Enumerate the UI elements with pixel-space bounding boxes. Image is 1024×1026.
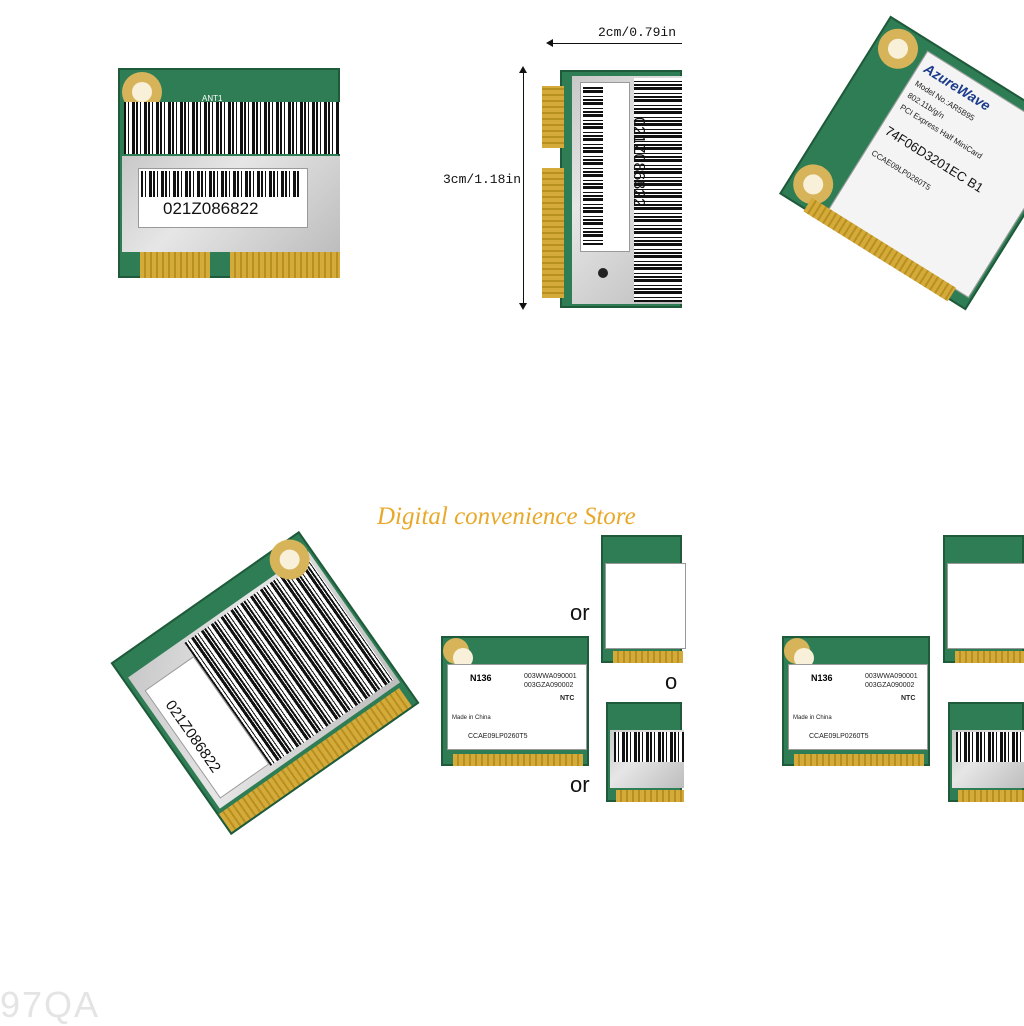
alt-card-label: N136 003WWA090001 003GZA090002 NTC Made … <box>447 664 587 750</box>
width-dimension-label: 2cm/0.79in <box>598 25 677 40</box>
height-dimension-label: 3cm/1.18in <box>443 172 522 187</box>
option-or-2: or <box>570 772 590 797</box>
option-or-3: o <box>665 669 678 694</box>
card-code: N136 <box>811 673 833 683</box>
serial-label: 021Z086822 <box>138 168 308 228</box>
barcode <box>124 102 340 154</box>
alt-card-bottom-b <box>948 702 1024 802</box>
gold-connector <box>613 651 683 663</box>
watermark: 97QA <box>0 984 101 1025</box>
ntc-mark: NTC <box>560 695 575 702</box>
alt-card-label <box>947 563 1024 649</box>
card-code: N136 <box>470 673 492 683</box>
wifi-card-back-image: 021Z086822 <box>110 531 420 835</box>
screw-dot <box>598 268 608 278</box>
gold-connector <box>794 754 924 766</box>
alt-card-top <box>601 535 686 663</box>
gold-connector <box>955 651 1024 663</box>
alt-card-label <box>605 563 686 649</box>
alt-card-label: N136 003WWA090001 003GZA090002 NTC Made … <box>788 664 928 750</box>
gold-connector <box>958 790 1024 802</box>
ce-cert: CCAE09LP0260T5 <box>468 733 528 740</box>
device-id: 74F06D3201EC B1 <box>882 123 987 196</box>
alt-card-main: N136 003WWA090001 003GZA090002 NTC Made … <box>441 636 589 766</box>
alt-card-bottom <box>606 702 684 802</box>
arrow-up-icon <box>519 66 527 73</box>
arrow-left-icon <box>546 39 553 47</box>
barcode <box>956 732 1024 762</box>
gold-connector <box>542 86 564 148</box>
ce-cert: CCAE09LP0260T5 <box>809 733 869 740</box>
serial-number: 021Z086822 <box>629 117 647 207</box>
alt-card-main-b: N136 003WWA090001 003GZA090002 NTC Made … <box>782 636 930 766</box>
barcode <box>614 732 684 762</box>
height-dimension-line <box>523 68 524 308</box>
cert-line-1: 003WWA090001 <box>865 673 918 680</box>
barcode <box>141 171 301 197</box>
store-name: Digital convenience Store <box>377 503 636 530</box>
barcode <box>583 85 603 245</box>
width-dimension-line <box>548 43 682 44</box>
gold-connector <box>230 252 340 278</box>
ntc-mark: NTC <box>901 695 916 702</box>
wifi-card-rotated-image: 021Z086822 <box>542 70 682 308</box>
serial-number: 021Z086822 <box>163 199 259 218</box>
antenna-label: ANT1 <box>202 94 223 103</box>
arrow-down-icon <box>519 303 527 310</box>
gold-connector <box>453 754 583 766</box>
cert-line-2: 003GZA090002 <box>865 682 915 689</box>
made-in: Made in China <box>452 715 491 721</box>
gold-connector <box>140 252 210 278</box>
wifi-card-label-image: AzureWave Model No.:AR5B95 802.11b/g/n P… <box>779 15 1024 311</box>
barcode <box>634 78 682 302</box>
gold-connector <box>616 790 684 802</box>
gold-connector <box>542 168 564 298</box>
mounting-hole <box>784 638 814 668</box>
cert-line-2: 003GZA090002 <box>524 682 574 689</box>
cert-line-1: 003WWA090001 <box>524 673 577 680</box>
serial-label: 021Z086822 <box>580 82 647 252</box>
mounting-hole <box>443 638 473 668</box>
option-or-1: or <box>570 600 590 625</box>
made-in: Made in China <box>793 715 832 721</box>
wifi-card-front-image: 021Z086822 ANT1 <box>118 68 340 278</box>
alt-card-top-b <box>943 535 1024 663</box>
